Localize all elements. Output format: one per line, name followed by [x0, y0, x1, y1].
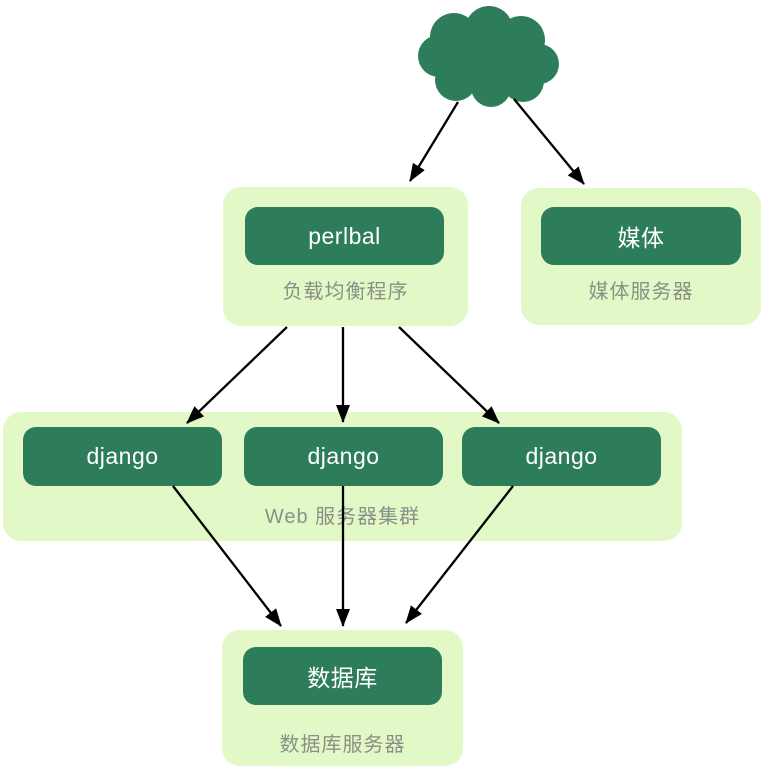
django-node-2: django	[244, 427, 443, 486]
web-cluster-group: django django django Web 服务器集群	[3, 412, 682, 541]
media-server-caption: 媒体服务器	[588, 281, 694, 303]
edge-cloud-to-media	[513, 98, 585, 185]
database-group: 数据库 数据库服务器	[222, 630, 463, 766]
django-node-2-label: django	[307, 443, 380, 469]
database-node-label: 数据库	[307, 665, 378, 691]
media-server-group: 媒体 媒体服务器	[521, 188, 761, 325]
media-node: 媒体	[541, 207, 741, 265]
load-balancer-caption: 负载均衡程序	[282, 281, 409, 303]
database-node: 数据库	[243, 647, 442, 705]
django-node-1-label: django	[86, 443, 159, 469]
load-balancer-group: perlbal 负载均衡程序	[223, 187, 468, 326]
database-caption: 数据库服务器	[279, 734, 406, 756]
edge-lb-to-django-3	[398, 326, 500, 424]
perlbal-node-label: perlbal	[308, 222, 381, 249]
media-node-label: 媒体	[617, 225, 665, 251]
edge-cloud-to-load-balancer	[409, 101, 459, 182]
django-node-3: django	[462, 427, 661, 486]
perlbal-node: perlbal	[245, 207, 444, 265]
web-cluster-caption: Web 服务器集群	[264, 506, 421, 528]
cloud-icon	[418, 6, 559, 107]
edge-lb-to-django-1	[186, 326, 288, 424]
django-node-3-label: django	[525, 443, 598, 469]
django-node-1: django	[23, 427, 222, 486]
